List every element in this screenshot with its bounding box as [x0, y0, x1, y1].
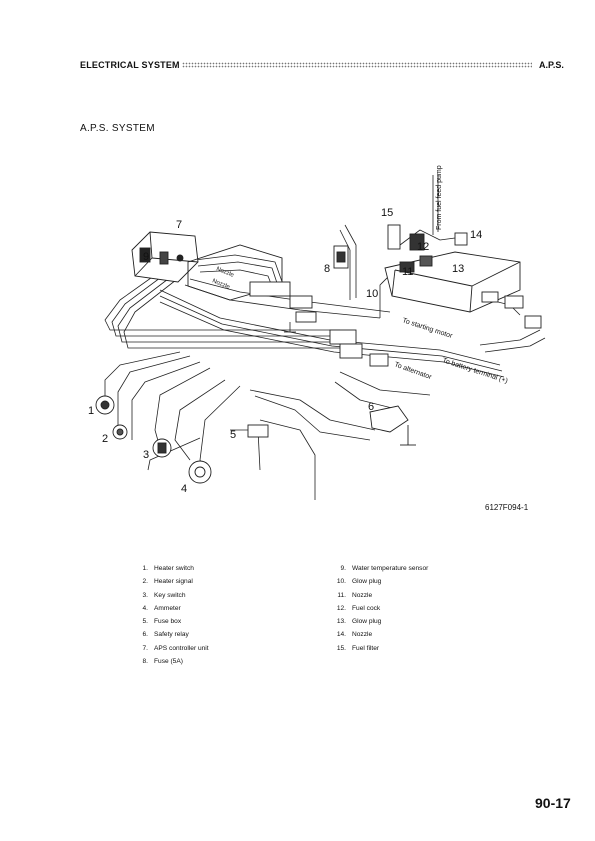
legend-item: 6.Safety relay: [142, 631, 189, 639]
heater-signal: [112, 424, 128, 440]
callout-1: 1: [88, 405, 94, 417]
harness-wire: [111, 271, 345, 337]
legend-item: 13.Glow plug: [336, 618, 382, 626]
legend-item: 14.Nozzle: [336, 631, 373, 639]
callout-7: 7: [176, 219, 182, 231]
nozzle-14: [454, 232, 468, 246]
connector-tray: [187, 244, 317, 323]
page-number: 90-17: [535, 795, 571, 811]
header-title: ELECTRICAL SYSTEM: [80, 60, 180, 70]
callout-2: 2: [102, 433, 108, 445]
key-switch: [152, 438, 172, 458]
harness-wire: [174, 379, 226, 461]
harness-wire: [117, 275, 350, 343]
harness-wire: [484, 337, 546, 353]
fuse-box: [247, 424, 269, 438]
aps-wiring-diagram: 1 2 3 4 5 6 7 8 9 10 11 12 13 14 15 From…: [88, 165, 546, 500]
callout-14: 14: [470, 229, 482, 241]
callout-4: 4: [181, 483, 187, 495]
legend-item: 11.Nozzle: [337, 591, 373, 599]
harness-wire: [249, 389, 376, 431]
callout-6: 6: [368, 401, 374, 413]
annotation-nozzle-b: Nozzle: [211, 278, 231, 291]
legend-item: 8.Fuse (5A): [142, 658, 183, 666]
annotation-nozzle-a: Nozzle: [215, 266, 235, 279]
legend-item: 4.Ammeter: [142, 604, 181, 612]
safety-relay: [369, 405, 416, 446]
fuse-5a-component: [333, 245, 349, 269]
engine-head-block: [384, 251, 521, 313]
callout-3: 3: [143, 449, 149, 461]
harness-wire: [117, 355, 191, 425]
harness-wire: [254, 395, 371, 441]
harness-wire: [339, 371, 431, 396]
annotation-to-starting-motor: To starting motor: [401, 317, 453, 340]
annotation-from-fuel-pump: From fuel feed pump: [436, 165, 443, 230]
harness-wire: [104, 267, 340, 331]
legend-right-column: 9.Water temperature sensor 10.Glow plug …: [332, 562, 429, 655]
legend-left-column: 1.Heater switch 2.Heater signal 3.Key sw…: [136, 562, 209, 668]
harness-wire: [123, 279, 355, 349]
legend-item: 5.Fuse box: [142, 618, 182, 626]
harness-wire: [259, 419, 316, 500]
harness-wire: [197, 261, 281, 293]
harness-wire: [147, 437, 201, 471]
legend-item: 9.Water temperature sensor: [340, 565, 429, 572]
annotation-to-battery: To battery terminal (+): [441, 357, 508, 385]
harness-wire: [159, 295, 503, 372]
header-section-code: A.P.S.: [539, 60, 564, 70]
ground-symbol: [284, 322, 296, 333]
harness-wire: [104, 351, 181, 398]
legend-item: 15.Fuel filter: [336, 644, 380, 652]
harness-wire: [159, 301, 505, 378]
legend-item: 1.Heater switch: [142, 565, 194, 572]
figure-code: 6127F094-1: [485, 503, 529, 512]
callout-10: 10: [366, 288, 378, 300]
harness-wire: [154, 367, 211, 449]
junction-connectors: [329, 329, 389, 367]
harness-wire: [339, 229, 351, 300]
right-connectors: [504, 295, 542, 329]
harness-wire: [334, 381, 401, 411]
legend-item: 7.APS controller unit: [142, 644, 209, 652]
harness-wire: [344, 224, 357, 298]
callout-15: 15: [381, 207, 393, 219]
fuel-filter: [387, 224, 425, 251]
legend-item: 12.Fuel cock: [336, 604, 381, 612]
annotation-to-alternator: To alternator: [393, 361, 433, 381]
section-title: A.P.S. SYSTEM: [80, 123, 155, 134]
aps-controller-unit: [131, 231, 199, 283]
harness-wire: [189, 278, 391, 313]
ammeter: [188, 460, 212, 484]
harness-wire: [131, 361, 201, 440]
harness-wire: [479, 329, 541, 346]
callout-11: 11: [402, 266, 413, 278]
callout-13: 13: [452, 263, 464, 275]
callout-8: 8: [324, 263, 330, 275]
callout-12: 12: [417, 241, 429, 253]
harness-wire: [194, 254, 286, 291]
callout-5: 5: [230, 429, 236, 441]
legend-item: 10.Glow plug: [336, 578, 382, 586]
heater-switch: [95, 395, 115, 415]
legend-item: 2.Heater signal: [142, 578, 193, 586]
header-dot-leader: [182, 62, 532, 68]
callout-9: 9: [143, 251, 149, 263]
legend-item: 3.Key switch: [142, 591, 186, 599]
